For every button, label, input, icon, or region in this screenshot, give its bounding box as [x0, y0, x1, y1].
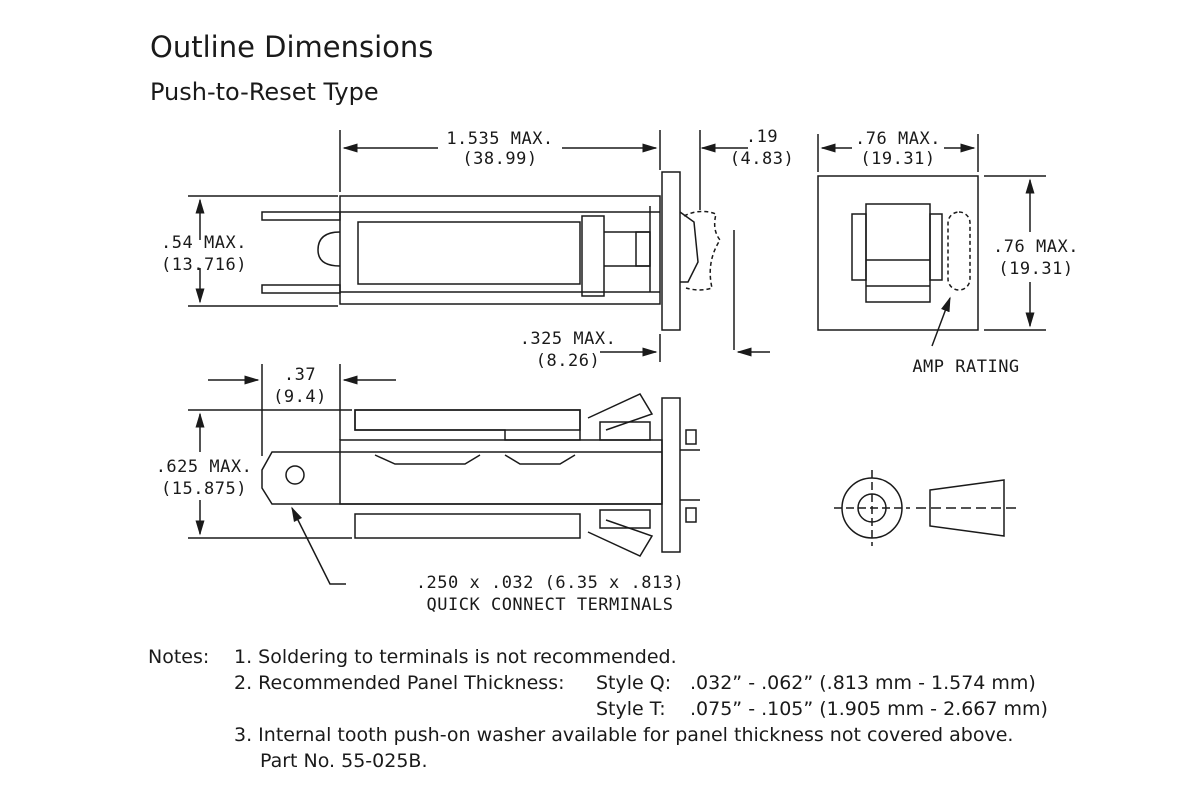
dim-right-height-mm: (19.31)	[998, 259, 1073, 279]
dim-length-in: 1.535 MAX.	[446, 129, 553, 149]
dim-width-in: .76 MAX.	[855, 129, 941, 149]
dim-right-height-in: .76 MAX.	[993, 237, 1079, 257]
note-3: 3. Internal tooth push-on washer availab…	[234, 724, 1014, 746]
part-number: Part No. 55-025B.	[260, 750, 428, 772]
dim-height-mm: (13.716)	[161, 255, 247, 275]
reset-button	[679, 211, 699, 283]
style-q-value: .032” - .062” (.813 mm - 1.574 mm)	[690, 672, 1036, 694]
dim-terminal-in: .37	[284, 365, 316, 385]
inner-window	[357, 221, 581, 285]
amp-rating-leader	[931, 296, 951, 347]
rear-dome	[317, 231, 341, 267]
note-1: 1. Soldering to terminals is not recomme…	[234, 646, 677, 668]
dim-panel-mm: (4.83)	[730, 149, 794, 169]
dim-button-mm: (8.26)	[536, 351, 600, 371]
washer-symbols	[834, 470, 1020, 546]
style-q-label: Style Q:	[596, 672, 672, 694]
note-2: 2. Recommended Panel Thickness:	[234, 672, 565, 694]
bottom-view	[188, 364, 700, 585]
terminal-bottom	[261, 284, 341, 294]
amp-rating-label: AMP RATING	[912, 357, 1019, 377]
dim-terminal-mm: (9.4)	[273, 387, 327, 407]
dim-panel-in: .19	[746, 127, 778, 147]
dim-side-height-mm: (15.875)	[161, 479, 247, 499]
dim-length-mm: (38.99)	[462, 149, 537, 169]
top-view	[188, 130, 735, 362]
style-t-label: Style T:	[596, 698, 666, 720]
bottom-flange	[661, 397, 681, 553]
qc-size-label: .250 x .032 (6.35 x .813)	[416, 573, 684, 593]
page-title: Outline Dimensions	[150, 30, 434, 64]
dim-width-mm: (19.31)	[860, 149, 935, 169]
notes-label: Notes:	[148, 646, 210, 668]
body-outline	[339, 195, 661, 305]
panel-flange	[661, 171, 681, 331]
front-flange	[817, 175, 979, 331]
front-view	[817, 134, 1046, 347]
qc-terminal	[261, 451, 340, 505]
dim-side-height-in: .625 MAX.	[156, 457, 253, 477]
reset-button-popped	[683, 210, 721, 291]
qc-terminals-label: QUICK CONNECT TERMINALS	[427, 595, 674, 615]
qc-leader	[291, 506, 346, 585]
dim-button-in: .325 MAX.	[520, 329, 617, 349]
dim-height-in: .54 MAX.	[161, 233, 247, 253]
terminal-top	[261, 211, 341, 221]
style-t-value: .075” - .105” (1.905 mm - 2.667 mm)	[690, 698, 1048, 720]
page-subtitle: Push-to-Reset Type	[150, 78, 379, 106]
amp-rating-area	[947, 211, 971, 291]
